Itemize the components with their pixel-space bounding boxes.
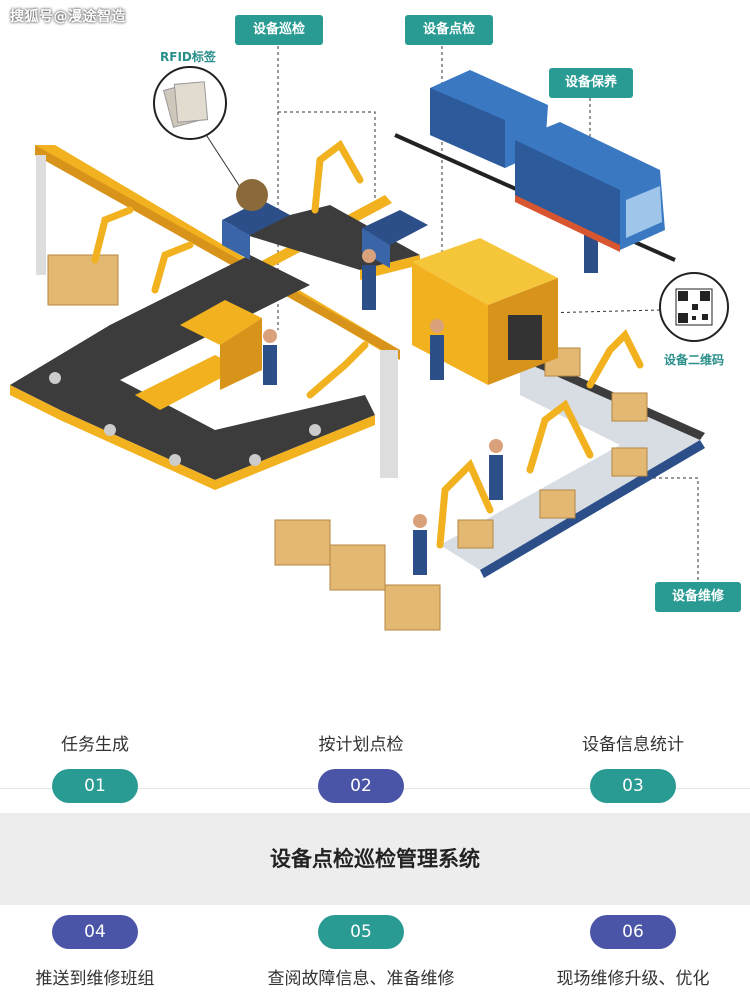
step-04-label: 推送到维修班组 <box>35 969 155 989</box>
inspection-machine <box>412 238 558 385</box>
qr-code-icon <box>659 272 729 342</box>
step-01-badge: 01 <box>52 769 138 803</box>
step-05-badge: 05 <box>318 915 404 949</box>
step-01-label: 任务生成 <box>61 735 129 755</box>
worker-icon <box>263 329 277 385</box>
watermark-text: 搜狐号@漫途智造 <box>10 9 126 25</box>
cardboard-boxes <box>47 254 648 631</box>
robot-arms <box>91 139 644 549</box>
worker-icon <box>489 439 503 500</box>
step-04-badge: 04 <box>52 915 138 949</box>
train-icon <box>394 70 676 262</box>
worker-icon <box>362 249 376 310</box>
callout-repair: 设备维修 <box>655 582 741 612</box>
callout-inspection-patrol: 设备巡检 <box>235 15 323 45</box>
top-stations <box>222 179 428 268</box>
lathe-machine <box>135 300 262 410</box>
workers <box>263 212 598 575</box>
system-title: 设备点检巡检管理系统 <box>270 847 480 871</box>
worker-icon <box>430 319 444 380</box>
callout-spot-check: 设备点检 <box>405 15 493 45</box>
step-05-label: 查阅故障信息、准备维修 <box>267 969 455 989</box>
worker-icon <box>413 514 427 575</box>
callout-maintenance: 设备保养 <box>549 68 633 98</box>
system-band <box>0 813 750 905</box>
step-06-badge: 06 <box>590 915 676 949</box>
step-03-label: 设备信息统计 <box>582 735 684 755</box>
qr-label: 设备二维码 <box>664 353 725 367</box>
step-06-label: 现场维修升级、优化 <box>556 969 710 989</box>
step-02-label: 按计划点检 <box>318 735 404 755</box>
rfid-tag-icon <box>153 66 227 140</box>
rfid-label: RFID标签 <box>160 50 216 64</box>
step-03-badge: 03 <box>590 769 676 803</box>
factory-illustration <box>10 46 729 631</box>
step-02-badge: 02 <box>318 769 404 803</box>
